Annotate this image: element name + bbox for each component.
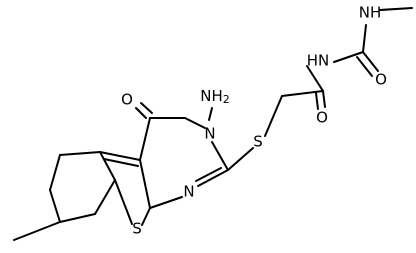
bond xyxy=(211,141,229,171)
bond xyxy=(315,92,319,110)
bond xyxy=(356,56,373,77)
bond xyxy=(149,196,183,209)
bond xyxy=(362,24,367,53)
amino-label-main: NH xyxy=(200,87,223,105)
bond xyxy=(184,117,206,129)
amino-label: NH2 xyxy=(200,87,230,107)
ring-carbonyl-oxygen-label: O xyxy=(121,91,133,109)
bond xyxy=(139,159,151,209)
bond xyxy=(94,179,116,215)
amino-label-subscript: 2 xyxy=(223,93,230,106)
bond xyxy=(208,107,213,121)
bond xyxy=(49,154,61,191)
bond xyxy=(306,65,324,92)
bond xyxy=(103,158,139,167)
amide-nh-label: HN xyxy=(307,52,330,70)
bond xyxy=(140,102,153,114)
bond xyxy=(281,90,324,97)
bond xyxy=(333,51,364,63)
n3-label: N xyxy=(204,125,215,143)
bond xyxy=(13,221,61,241)
bond xyxy=(362,51,379,72)
bond xyxy=(59,213,96,223)
bond xyxy=(99,151,141,161)
thiophene-sulfur-label: S xyxy=(132,220,142,238)
bond xyxy=(227,147,254,171)
bond xyxy=(141,207,151,226)
n1-label: N xyxy=(183,183,194,201)
bond xyxy=(59,151,101,156)
urea-oxygen-label: O xyxy=(375,71,387,89)
bond xyxy=(135,107,147,119)
bond xyxy=(264,95,283,137)
bond xyxy=(99,151,116,181)
atom-labels: NH2 N O N S S O HN O NH xyxy=(121,4,387,238)
bonds xyxy=(13,7,413,241)
bond xyxy=(195,167,222,182)
bond xyxy=(139,117,151,161)
bond xyxy=(49,189,61,223)
methyl-nh-label: NH xyxy=(359,4,382,22)
bond xyxy=(197,169,229,187)
bond xyxy=(114,179,133,225)
bond xyxy=(379,7,413,11)
amide-oxygen-label: O xyxy=(316,109,328,127)
thioether-sulfur-label: S xyxy=(253,133,263,151)
bond xyxy=(322,90,326,108)
